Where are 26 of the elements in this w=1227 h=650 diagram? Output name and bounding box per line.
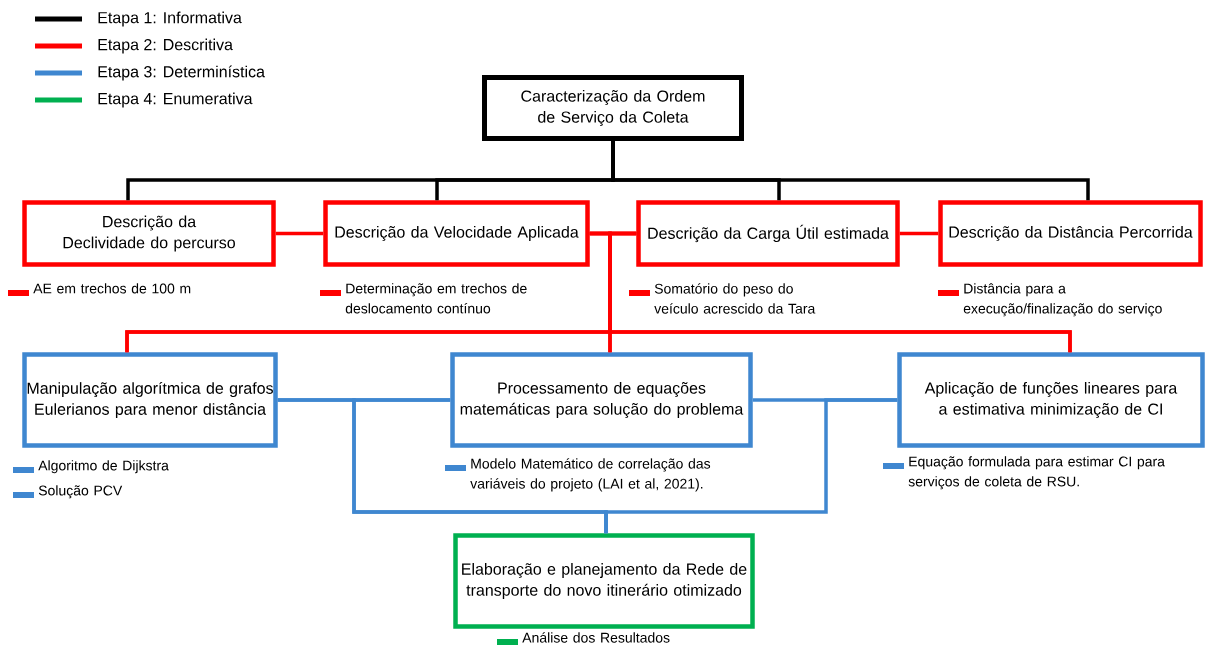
process-box: Descrição da Distância Percorrida bbox=[938, 200, 1203, 267]
note-text: Somatório do peso do veículo acrescido da Tara bbox=[654, 283, 816, 314]
note-text: AE em trechos de 100 m bbox=[33, 283, 191, 294]
note-text: Algoritmo de Dijkstra bbox=[38, 460, 169, 474]
note-text: Determinação em trechos de deslocamento contínuo bbox=[345, 283, 527, 314]
process-box: Descrição da Velocidade Aplicada bbox=[323, 200, 590, 267]
connector-line bbox=[275, 231, 324, 236]
process-box: Processamento de equações matemáticas para solução do problema bbox=[450, 352, 753, 448]
process-box: Elaboração e planejamento da Rede de transporte do novo itinerário otimizado bbox=[453, 533, 755, 629]
note-text: Modelo Matemático de correlação das variáveis do projeto (LAI et al, 2021). bbox=[470, 458, 711, 492]
note-text: Distância para a execução/finalização do serviço bbox=[963, 283, 1162, 317]
connector-line bbox=[611, 141, 1090, 201]
process-box: Caracterização da Ordem de Serviço da Coleta bbox=[482, 75, 744, 141]
legend-label: Etapa 1: Informativa bbox=[98, 11, 242, 27]
connector-line bbox=[899, 231, 939, 236]
process-box: Aplicação de funções lineares para a estimativa minimização de CI bbox=[897, 352, 1205, 448]
note-text: Equação formulada para estimar CI para serviços de coleta de RSU. bbox=[908, 456, 1165, 490]
connector-line bbox=[604, 398, 898, 534]
legend-label: Etapa 2: Descritiva bbox=[98, 38, 233, 54]
legend-label: Etapa 4: Enumerativa bbox=[98, 92, 253, 108]
process-box: Descrição da Carga Útil estimada bbox=[636, 200, 900, 267]
process-box: Descrição da Declividade do percurso bbox=[22, 200, 276, 267]
legend-label: Etapa 3: Determinística bbox=[98, 65, 265, 81]
note-text: Solução PCV bbox=[38, 485, 123, 499]
process-box: Manipulação algorítmica de grafos Eulerianos para menor distância bbox=[22, 352, 278, 448]
note-text: Análise dos Resultados bbox=[522, 632, 670, 643]
